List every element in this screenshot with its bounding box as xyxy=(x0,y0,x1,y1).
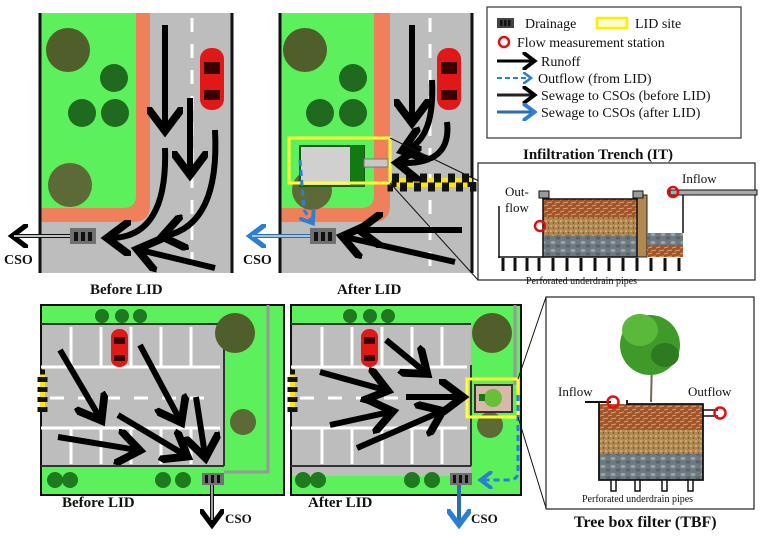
tree-box-filter-detail: Inflow Outflow Perforated underdrain pip… xyxy=(545,296,755,531)
runoff-arrows xyxy=(319,337,460,451)
underdrain-pipes xyxy=(610,479,694,492)
legend-flow-station: Flow measurement station xyxy=(517,36,665,51)
legend-outflow: Outflow (from LID) xyxy=(538,72,652,87)
tree-icon xyxy=(283,28,327,72)
lid-site-marker xyxy=(287,136,392,185)
it-inflow-label: Inflow xyxy=(682,171,717,186)
tree-icon xyxy=(620,314,680,403)
runoff-arrows xyxy=(345,25,462,265)
shrub-icon xyxy=(100,64,128,92)
outflow-arrow xyxy=(298,159,312,222)
cso-label: CSO xyxy=(4,253,33,268)
runoff-arrows xyxy=(57,343,205,455)
shrub-icon xyxy=(339,64,367,92)
street-after-panel: CSO After LID xyxy=(243,13,477,298)
flow-station-icon xyxy=(533,219,547,233)
caption-parking-before: Before LID xyxy=(62,495,135,511)
shrub-icon xyxy=(339,99,367,127)
flow-station-icon xyxy=(497,35,511,49)
parking-before-panel: CSO Before LID xyxy=(37,304,285,526)
it-pipes-label: Perforated underdrain pipes xyxy=(526,276,637,287)
tbf-outflow-label: Outflow xyxy=(688,384,732,399)
it-outflow-label-2: flow xyxy=(505,200,529,215)
tree-icon xyxy=(48,163,92,207)
tbf-pipes-label: Perforated underdrain pipes xyxy=(582,494,693,505)
shrub-icon xyxy=(68,99,96,127)
legend-lid-site: LID site xyxy=(635,17,681,32)
underdrain-pipes xyxy=(501,258,681,271)
car-icon xyxy=(361,329,378,367)
tree-icon xyxy=(230,409,256,435)
lid-site-icon xyxy=(595,16,629,30)
tree-icon xyxy=(472,313,512,353)
legend-drainage: Drainage xyxy=(525,17,576,32)
legend-sewage-after: Sewage to CSOs (after LID) xyxy=(541,106,701,121)
tree-box-filter-site xyxy=(474,384,513,413)
legend-sewage-before: Sewage to CSOs (before LID) xyxy=(541,89,711,104)
flow-station-icon xyxy=(666,185,680,199)
car-icon xyxy=(437,48,461,110)
cso-label: CSO xyxy=(471,511,498,526)
outflow-arrow xyxy=(482,395,520,480)
tbf-title: Tree box filter (TBF) xyxy=(574,514,717,531)
car-icon xyxy=(111,329,128,367)
tree-icon xyxy=(215,313,255,353)
shrub-icon xyxy=(306,99,334,127)
cso-label: CSO xyxy=(243,253,272,268)
caption-street-after: After LID xyxy=(337,282,401,298)
flow-station-icon xyxy=(713,406,727,420)
street-before-panel: CSO Before LID xyxy=(4,13,234,298)
caption-parking-after: After LID xyxy=(308,495,372,511)
car-icon xyxy=(200,48,224,110)
shrub-icon xyxy=(101,99,129,127)
caption-street-before: Before LID xyxy=(90,282,163,298)
legend: Drainage LID site Flow measurement stati… xyxy=(486,6,742,139)
it-outflow-label: Out- xyxy=(505,184,529,199)
crosswalk-stripe xyxy=(387,173,477,192)
tree-icon xyxy=(46,28,90,72)
it-title: Infiltration Trench (IT) xyxy=(523,147,673,163)
shrubs xyxy=(47,309,191,488)
parking-after-panel: CSO After LID xyxy=(287,304,522,526)
tbf-inflow-label: Inflow xyxy=(558,384,593,399)
infiltration-trench-detail: Infiltration Trench (IT) Out- flow Inflo… xyxy=(477,147,758,287)
legend-runoff: Runoff xyxy=(541,55,581,70)
cso-label: CSO xyxy=(225,511,252,526)
runoff-arrows xyxy=(110,25,219,268)
flow-station-icon xyxy=(606,395,620,409)
